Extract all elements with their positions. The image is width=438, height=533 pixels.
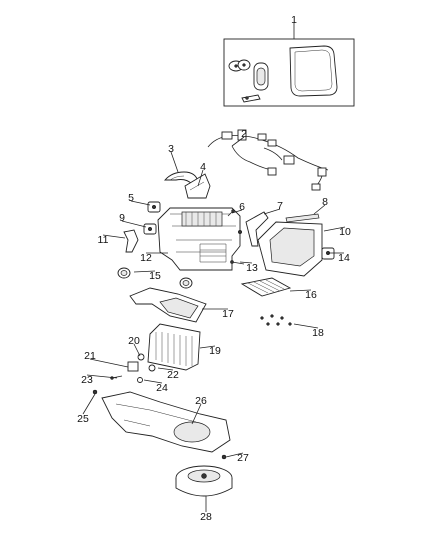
part-15-grommets (117, 267, 193, 289)
part-19-evaporator-core (147, 323, 201, 371)
part-26-lower-housing (101, 391, 231, 453)
part-12-hvac-housing (157, 207, 241, 271)
leader-line-10 (323, 226, 346, 232)
part-22-o-ring (148, 364, 156, 372)
callout-20: 20 (128, 335, 140, 347)
callout-5: 5 (128, 192, 134, 204)
part-16-cabin-filter (240, 277, 292, 297)
leader-line-2 (231, 136, 245, 147)
part-6-screw (227, 209, 243, 235)
callout-19: 19 (209, 345, 221, 357)
callout-15: 15 (149, 270, 161, 282)
callout-8: 8 (322, 196, 328, 208)
callout-25: 25 (77, 413, 89, 425)
callout-4: 4 (200, 161, 206, 173)
leader-line-25 (82, 393, 96, 415)
leader-line-16 (289, 289, 312, 292)
leader-line-3 (170, 151, 179, 173)
leader-line-20 (133, 343, 141, 357)
part-21-expansion-valve (127, 361, 139, 372)
callout-9: 9 (119, 212, 125, 224)
callout-13: 13 (246, 262, 258, 274)
callout-16: 16 (305, 289, 317, 301)
callout-26: 26 (195, 395, 207, 407)
leader-line-7 (263, 208, 281, 215)
part-3-door-seal (164, 171, 199, 185)
leader-line-4 (197, 169, 204, 187)
part-20-valve (137, 353, 145, 361)
part-25-screw (92, 389, 98, 395)
callout-14: 14 (338, 252, 350, 264)
callout-6: 6 (239, 201, 245, 213)
callout-11: 11 (98, 234, 109, 246)
leader-line-15 (133, 270, 156, 273)
leader-line-26 (191, 403, 202, 425)
callout-24: 24 (156, 382, 168, 394)
callout-2: 2 (241, 128, 247, 140)
leader-line-9 (121, 220, 147, 228)
callout-27: 27 (237, 452, 249, 464)
leader-line-24 (143, 379, 163, 384)
leader-line-5 (130, 200, 151, 206)
callout-28: 28 (200, 511, 212, 523)
callout-17: 17 (222, 308, 234, 320)
callout-23: 23 (81, 374, 93, 386)
part-18-screws (260, 314, 292, 326)
callout-7: 7 (277, 200, 283, 212)
part-7-bracket (245, 211, 269, 247)
callout-22: 22 (167, 369, 179, 381)
part-1-kit-box (223, 38, 355, 107)
part-28-blower-motor (175, 465, 233, 497)
leader-line-18 (293, 323, 319, 329)
callout-12: 12 (140, 252, 152, 264)
callout-10: 10 (339, 226, 351, 238)
leader-line-22 (157, 367, 174, 371)
callout-1: 1 (291, 14, 297, 26)
leader-line-23 (86, 374, 118, 379)
part-9-actuator (143, 223, 157, 235)
part-2-wiring-harness (207, 129, 329, 191)
part-4-mode-door (184, 173, 211, 199)
part-5-actuator (147, 201, 161, 213)
leader-line-21 (89, 358, 129, 368)
leader-line-13 (239, 261, 253, 264)
part-24-seal (137, 377, 143, 383)
callout-21: 21 (84, 350, 96, 362)
leader-line-8 (313, 204, 326, 215)
part-11-bracket (123, 229, 139, 253)
leader-line-19 (199, 345, 216, 349)
leader-line-27 (225, 452, 244, 458)
part-17-heater-core-frame (129, 287, 207, 323)
callout-18: 18 (312, 327, 324, 339)
part-8-seal-strip (285, 213, 320, 223)
part-13-sensor (230, 260, 245, 265)
callout-3: 3 (168, 143, 174, 155)
part-14-actuator (321, 247, 335, 260)
part-10-evaporator-housing (257, 221, 323, 277)
leader-line-6 (231, 209, 243, 214)
part-27-screw (221, 454, 227, 460)
leader-line-11 (102, 234, 126, 239)
